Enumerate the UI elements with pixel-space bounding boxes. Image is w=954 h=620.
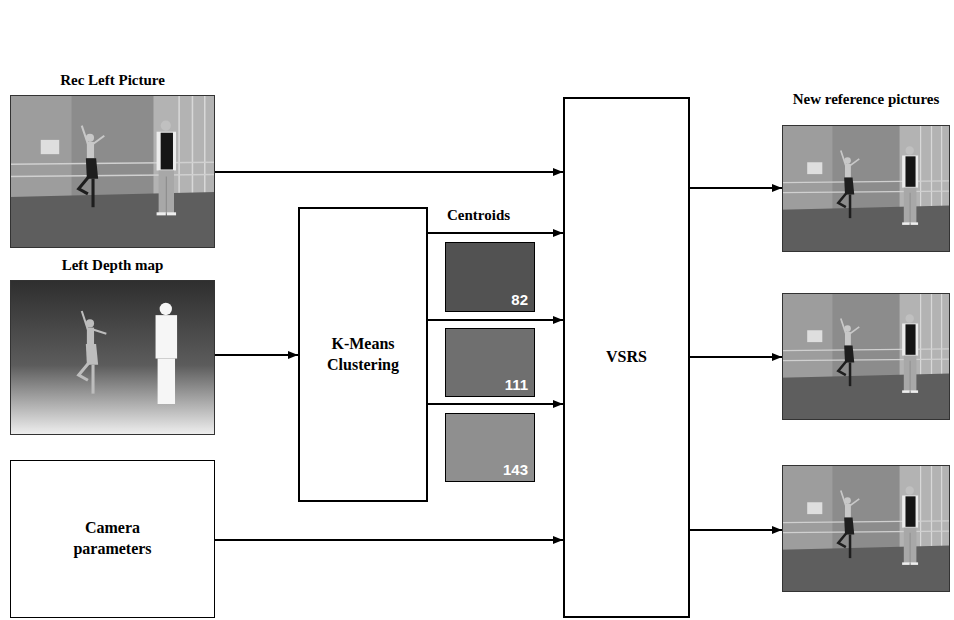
output-arrow — [690, 529, 782, 531]
box-text: Camera parameters — [53, 518, 173, 560]
centroid-swatch: 143 — [445, 413, 535, 482]
reference-photo — [782, 293, 950, 420]
photo-border — [783, 126, 950, 252]
image-heading: New reference pictures — [791, 90, 941, 110]
photo-border — [11, 281, 215, 435]
image-node: New reference pictures — [782, 125, 950, 252]
image-node: Rec Left Picture — [10, 95, 215, 248]
centroid-value: 111 — [505, 376, 528, 393]
output-arrow — [690, 356, 782, 358]
group-label: Centroids — [447, 207, 510, 224]
flow-arrow — [215, 354, 298, 356]
rec-left-photo — [10, 95, 215, 248]
box-text: VSRS — [606, 347, 647, 368]
image-heading: Rec Left Picture — [60, 71, 165, 91]
flow-arrow — [690, 187, 782, 189]
image-heading: Left Depth map — [62, 256, 164, 276]
centroid-swatch: 82 — [445, 242, 535, 312]
flow-arrow — [428, 403, 563, 405]
photo-border — [783, 294, 950, 420]
reference-photo — [782, 465, 950, 592]
photo-border — [11, 96, 215, 248]
process-box: VSRS — [563, 97, 690, 618]
centroid-value: 82 — [511, 291, 528, 308]
flow-arrow — [428, 319, 563, 321]
centroid-swatch: 111 — [445, 328, 535, 397]
input-box: Camera parameters — [10, 460, 215, 618]
box-text: K-Means Clustering — [308, 334, 418, 376]
flow-arrow — [428, 232, 563, 234]
centroid-value: 143 — [503, 461, 528, 478]
flow-arrow — [215, 539, 563, 541]
flow-arrow — [215, 171, 563, 173]
reference-photo — [782, 125, 950, 252]
photo-border — [783, 466, 950, 592]
depth-map-photo — [10, 280, 215, 435]
process-box: K-Means Clustering — [298, 207, 428, 502]
image-node: Left Depth map — [10, 280, 215, 435]
